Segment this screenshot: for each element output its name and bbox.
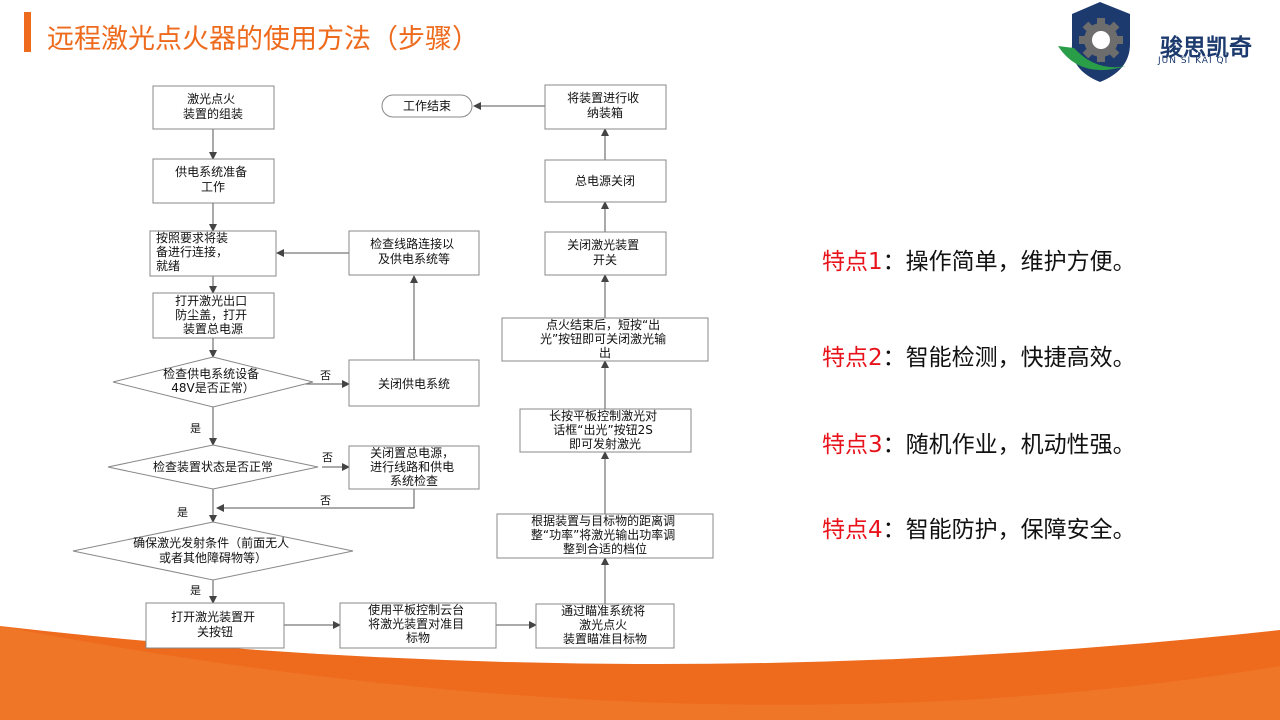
node-box-finish-ignite	[501, 317, 709, 362]
node-tablet-aim: 使用平板控制云台 将激光装置对准目 标物	[368, 602, 468, 645]
edge-label-no: 否	[320, 369, 331, 382]
feature-1: 特点1：操作简单，维护方便。	[822, 242, 1136, 276]
title-accent-bar	[24, 12, 31, 52]
flow-connectors	[209, 102, 609, 629]
node-box-power-prep	[152, 158, 275, 204]
feature-text: ：智能检测，快捷高效。	[882, 345, 1136, 371]
node-box-close-switch	[544, 231, 667, 276]
feature-label: 特点1	[822, 249, 883, 275]
edge-label-no: 否	[320, 494, 331, 507]
node-box-check-lines	[348, 230, 480, 276]
node-assemble: 激光点火 装置的组装	[183, 92, 243, 121]
company-logo: 骏思凯奇 JUN SI KAI QI	[1052, 0, 1272, 84]
node-check-power: 检查供电系统设备 48V是否正常）	[163, 366, 263, 395]
feature-3: 特点3：随机作业，机动性强。	[822, 425, 1136, 459]
node-close-switch: 关闭激光装置 开关	[567, 238, 643, 267]
node-close-main-check: 关闭置总电源， 进行线路和供电 系统检查	[370, 446, 458, 488]
node-box-assemble	[152, 85, 275, 130]
node-close-power-sys: 关闭供电系统	[378, 377, 450, 391]
feature-text: ：操作简单，维护方便。	[882, 249, 1136, 275]
node-check-lines: 检查线路连接以 及供电系统等	[370, 236, 458, 266]
feature-label: 特点3	[822, 432, 883, 458]
node-box-open-cover	[152, 292, 275, 339]
edge-label-yes: 是	[190, 422, 201, 435]
node-terminal-end	[381, 94, 473, 118]
node-box-close-power-sys	[348, 359, 480, 407]
node-box-tablet-aim	[339, 602, 497, 649]
edge-label-yes: 是	[190, 584, 201, 597]
node-end: 工作结束	[403, 99, 451, 113]
node-box-store	[544, 84, 667, 130]
node-box-long-press	[519, 408, 692, 453]
logo-name: 骏思凯奇	[1160, 35, 1252, 61]
node-check-status: 检查装置状态是否正常	[153, 459, 273, 474]
edge-label-no: 否	[322, 451, 333, 464]
page-title: 远程激光点火器的使用方法（步骤）	[47, 24, 479, 55]
node-power-prep: 供电系统准备 工作	[175, 165, 251, 194]
node-open-cover: 打开激光出口 防尘盖，打开 装置总电源	[175, 294, 251, 336]
node-box-main-off	[544, 159, 667, 203]
node-finish-ignite: 点火结束后，短按“出 光”按钮即可关闭激光输 出	[540, 318, 670, 360]
node-diamond-check-power	[112, 356, 314, 408]
feature-label: 特点4	[822, 517, 883, 543]
node-box-adjust-power	[496, 513, 714, 559]
node-shapes	[72, 84, 714, 649]
node-sight-aim: 通过瞄准系统将 激光点火 装置瞄准目标物	[561, 604, 649, 646]
logo-subtitle: JUN SI KAI QI	[1158, 56, 1229, 66]
node-adjust-power: 根据装置与目标物的距离调 整“功率”将激光输出功率调 整到合适的档位	[531, 513, 679, 556]
node-connect: 按照要求将装 备进行连接， 就绪	[156, 231, 232, 273]
node-box-sight-aim	[535, 603, 675, 649]
feature-text: ：智能防护，保障安全。	[882, 517, 1136, 543]
node-main-off: 总电源关闭	[575, 174, 635, 188]
node-box-turn-on	[145, 602, 285, 649]
node-turn-on: 打开激光装置开 关按钮	[171, 610, 259, 639]
feature-label: 特点2	[822, 345, 883, 371]
edge-label-yes: 是	[177, 506, 188, 519]
node-box-close-main-check	[348, 445, 480, 490]
feature-text: ：随机作业，机动性强。	[882, 432, 1136, 458]
feature-4: 特点4：智能防护，保障安全。	[822, 510, 1136, 544]
feature-2: 特点2：智能检测，快捷高效。	[822, 338, 1136, 372]
node-ensure: 确保激光发射条件（前面无人 或者其他障碍物等）	[133, 535, 293, 565]
node-diamond-ensure	[72, 521, 354, 581]
node-box-connect	[149, 230, 277, 277]
node-long-press: 长按平板控制激光对 话框“出光”按钮2S 即可发射激光	[549, 409, 661, 451]
node-store: 将装置进行收 纳装箱	[567, 91, 643, 120]
node-diamond-check-status	[107, 444, 319, 490]
edge-labels: 否 是 否 是 否 是	[177, 369, 333, 597]
gear-shield-icon	[1058, 2, 1130, 82]
